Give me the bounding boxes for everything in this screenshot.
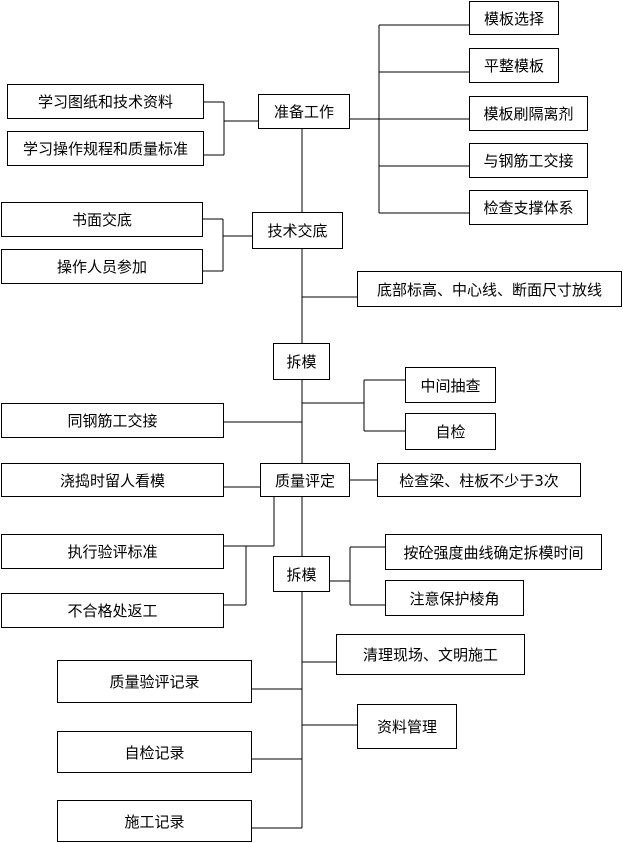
node-mid-check: 中间抽查 — [405, 367, 496, 403]
node-check-support: 检查支撑体系 — [469, 190, 588, 225]
node-self-check: 自检 — [405, 413, 496, 450]
node-study-drawings: 学习图纸和技术资料 — [7, 84, 204, 119]
node-clean-site: 清理现场、文明施工 — [336, 634, 525, 675]
node-dismantle-2: 拆模 — [273, 556, 330, 592]
node-protect-edges: 注意保护棱角 — [385, 580, 524, 616]
node-layout-lines: 底部标高、中心线、断面尺寸放线 — [357, 271, 622, 307]
node-check-beams: 检查梁、柱板不少于3次 — [377, 463, 581, 497]
node-handover-rebar-2: 同钢筋工交接 — [1, 403, 224, 438]
node-construction-record: 施工记录 — [57, 800, 252, 842]
node-flatten: 平整模板 — [469, 48, 559, 83]
node-self-record: 自检记录 — [57, 731, 252, 773]
node-quality: 质量评定 — [260, 463, 350, 497]
node-watch-pour: 浇捣时留人看模 — [1, 463, 224, 497]
node-rework: 不合格处返工 — [1, 593, 224, 628]
node-brush-release: 模板刷隔离剂 — [469, 96, 588, 131]
node-apply-standard: 执行验评标准 — [1, 534, 224, 569]
node-quality-record: 质量验评记录 — [57, 660, 252, 703]
node-operators-join: 操作人员参加 — [1, 249, 203, 284]
node-tech: 技术交底 — [252, 212, 343, 249]
node-docs-mgmt: 资料管理 — [357, 704, 457, 749]
node-prep: 准备工作 — [258, 94, 350, 129]
node-study-rules: 学习操作规程和质量标准 — [7, 131, 204, 166]
node-dismantle-1: 拆模 — [273, 343, 330, 380]
node-written-brief: 书面交底 — [1, 202, 203, 237]
node-strength-curve: 按砼强度曲线确定拆模时间 — [385, 534, 602, 570]
node-handover-rebar-1: 与钢筋工交接 — [469, 143, 588, 178]
node-template-select: 模板选择 — [469, 1, 559, 35]
